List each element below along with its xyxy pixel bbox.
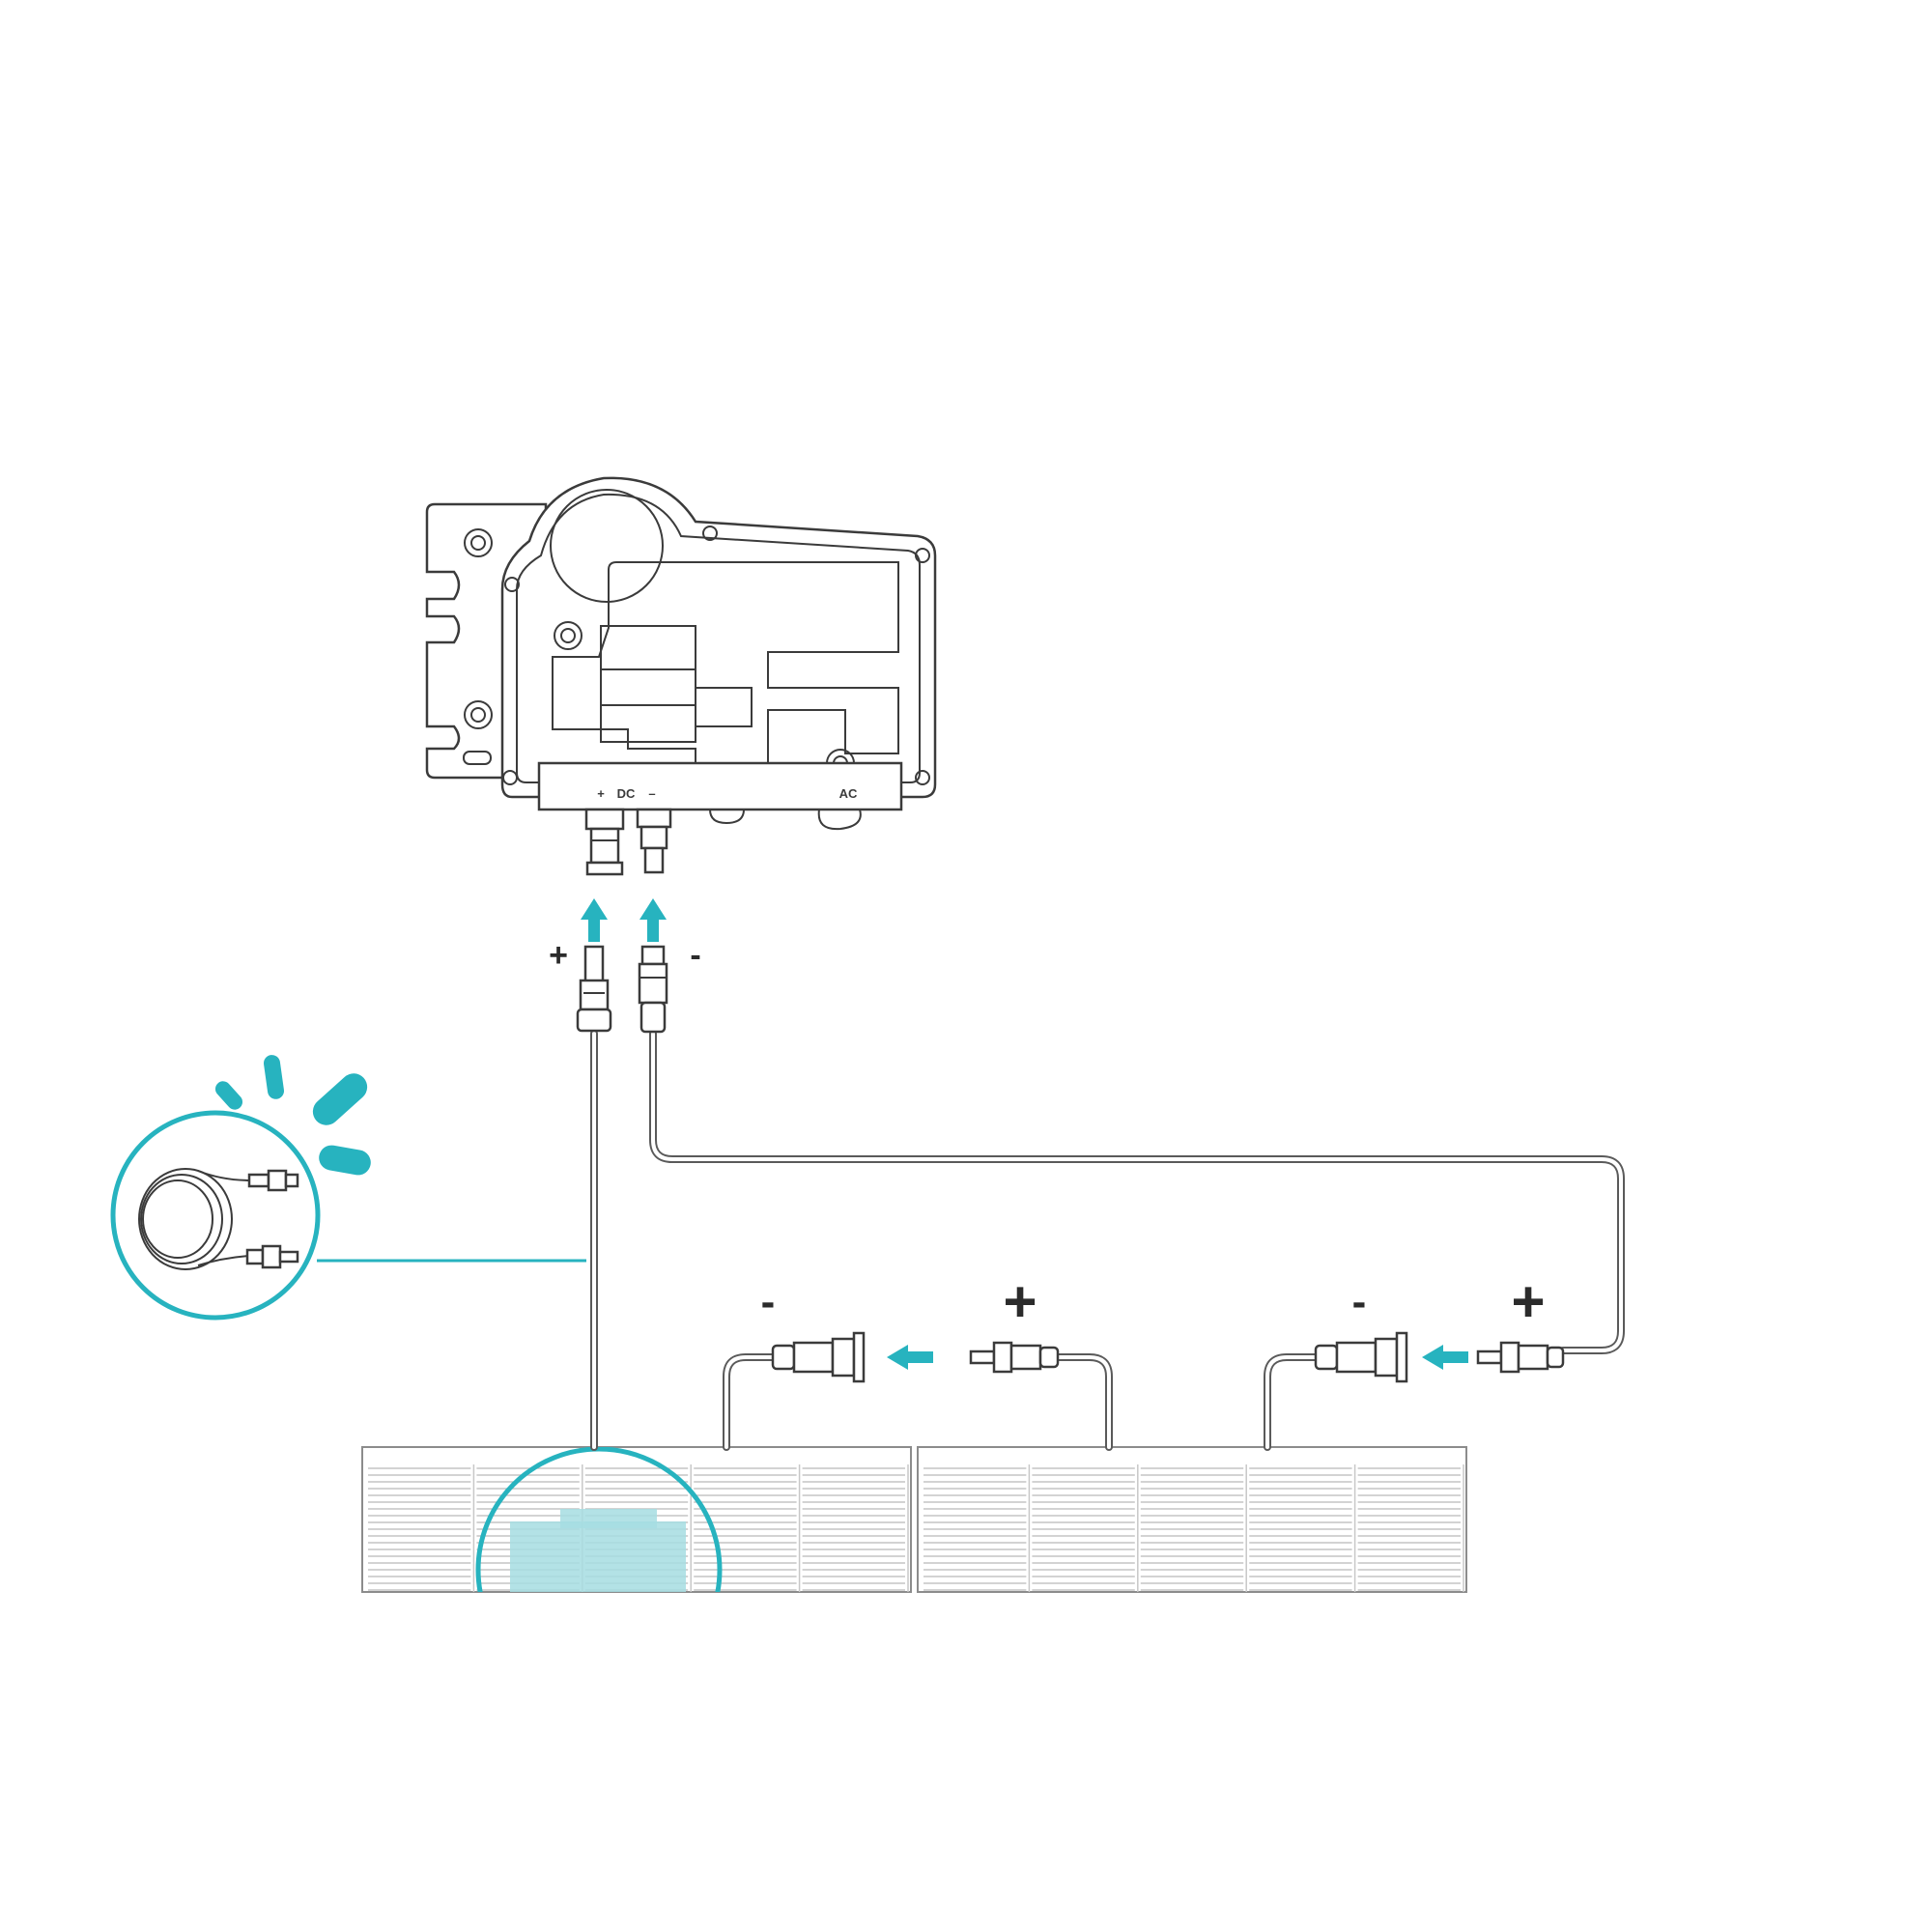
negative-cable-connector [638, 945, 668, 1034]
panel2-negative-connector [1314, 1331, 1408, 1383]
panel1-negative-cable [723, 1353, 777, 1451]
panel1-negative-connector [771, 1331, 866, 1383]
panel2-positive-label: + [1511, 1269, 1545, 1334]
panel2-negative-label: - [1352, 1278, 1367, 1325]
panel1-positive-connector [969, 1341, 1060, 1374]
attention-burst-icon [214, 1055, 371, 1176]
panel1-positive-cable [1054, 1353, 1113, 1451]
panel1-negative-label: - [761, 1278, 776, 1325]
panel2-positive-connector [1476, 1341, 1565, 1374]
arrow-up-icon [639, 898, 667, 942]
inverter-positive-label: + [549, 937, 568, 974]
dc-plus-label: + [597, 786, 605, 801]
inverter-dc-positive-port [584, 808, 625, 876]
panel2-negative-cable [1264, 1353, 1320, 1451]
highlighted-inverter-mount [475, 1447, 723, 1592]
ac-label: AC [839, 786, 858, 801]
arrow-left-icon [1422, 1345, 1468, 1370]
dc-minus-label: – [648, 786, 655, 801]
arrow-left-icon [887, 1345, 933, 1370]
inverter-negative-label: - [690, 937, 700, 974]
microinverter: + DC – AC [425, 476, 937, 876]
arrow-up-icon [581, 898, 608, 942]
positive-cable-connector [576, 945, 612, 1033]
dc-label: DC [617, 786, 636, 801]
panel1-positive-label: + [1003, 1269, 1037, 1334]
solar-panel-right [917, 1446, 1467, 1593]
negative-main-cable [649, 1030, 1625, 1354]
extension-cable-icon [110, 1110, 321, 1321]
inverter-dc-negative-port [636, 808, 672, 874]
